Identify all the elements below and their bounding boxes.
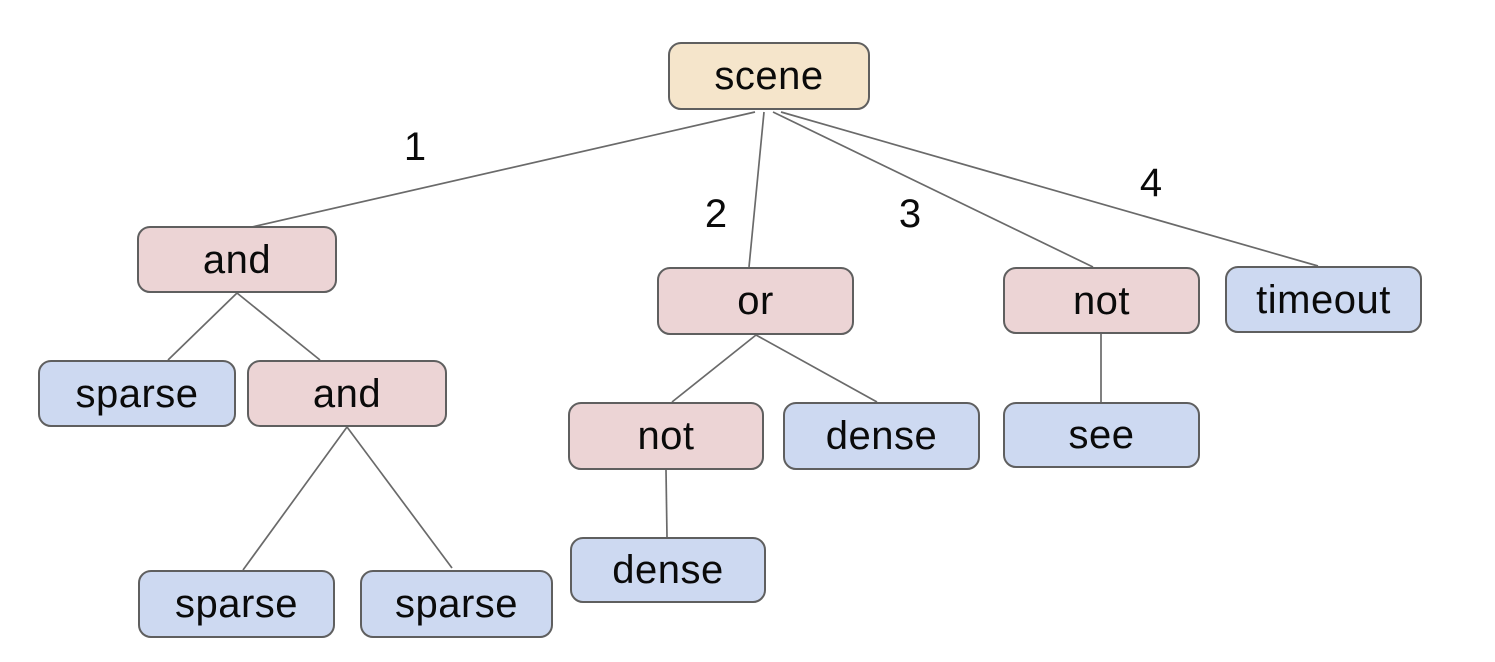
edge-scene-or	[748, 111, 765, 268]
node-dense-level2-label: dense	[825, 414, 938, 458]
edge-label-3: 3	[898, 192, 922, 236]
node-not-level2: not	[568, 402, 764, 470]
node-sparse-level3-left: sparse	[138, 570, 335, 638]
node-not-level1: not	[1003, 267, 1200, 334]
node-timeout: timeout	[1225, 266, 1422, 333]
node-dense-level3-label: dense	[612, 548, 724, 592]
edge-or-dense	[755, 334, 878, 403]
node-sparse-level2-label: sparse	[75, 371, 199, 416]
node-sparse-level2: sparse	[38, 360, 236, 427]
edge-label-1: 1	[403, 125, 427, 169]
edge-scene-and	[251, 111, 756, 228]
edge-and-and	[236, 292, 321, 361]
node-scene: scene	[668, 42, 870, 110]
edge-label-2: 2	[704, 192, 728, 236]
node-dense-level2: dense	[783, 402, 980, 470]
edge-and2-sparse-right	[346, 426, 453, 569]
node-sparse-level3-right: sparse	[360, 570, 553, 638]
node-see: see	[1003, 402, 1200, 468]
node-dense-level3: dense	[570, 537, 766, 603]
node-and-level1: and	[137, 226, 337, 293]
node-sparse-level3-right-label: sparse	[394, 582, 519, 626]
node-see-label: see	[1068, 413, 1135, 457]
edge-scene-not	[772, 111, 1094, 268]
node-not-level2-label: not	[637, 414, 695, 458]
edge-scene-timeout	[780, 111, 1319, 267]
edge-and-sparse	[167, 292, 238, 361]
edge-and2-sparse-left	[242, 426, 348, 571]
edge-label-4: 4	[1139, 161, 1163, 205]
node-sparse-level3-left-label: sparse	[174, 582, 299, 626]
node-not-level1-label: not	[1072, 278, 1131, 323]
edge-not2-dense	[665, 469, 668, 538]
node-timeout-label: timeout	[1256, 277, 1391, 322]
edge-or-not	[671, 334, 757, 403]
node-and-level2-label: and	[312, 371, 382, 416]
node-or-label: or	[737, 279, 774, 323]
node-scene-label: scene	[714, 54, 824, 98]
node-and-level2: and	[247, 360, 447, 427]
node-or: or	[657, 267, 854, 335]
node-and-level1-label: and	[202, 237, 272, 282]
